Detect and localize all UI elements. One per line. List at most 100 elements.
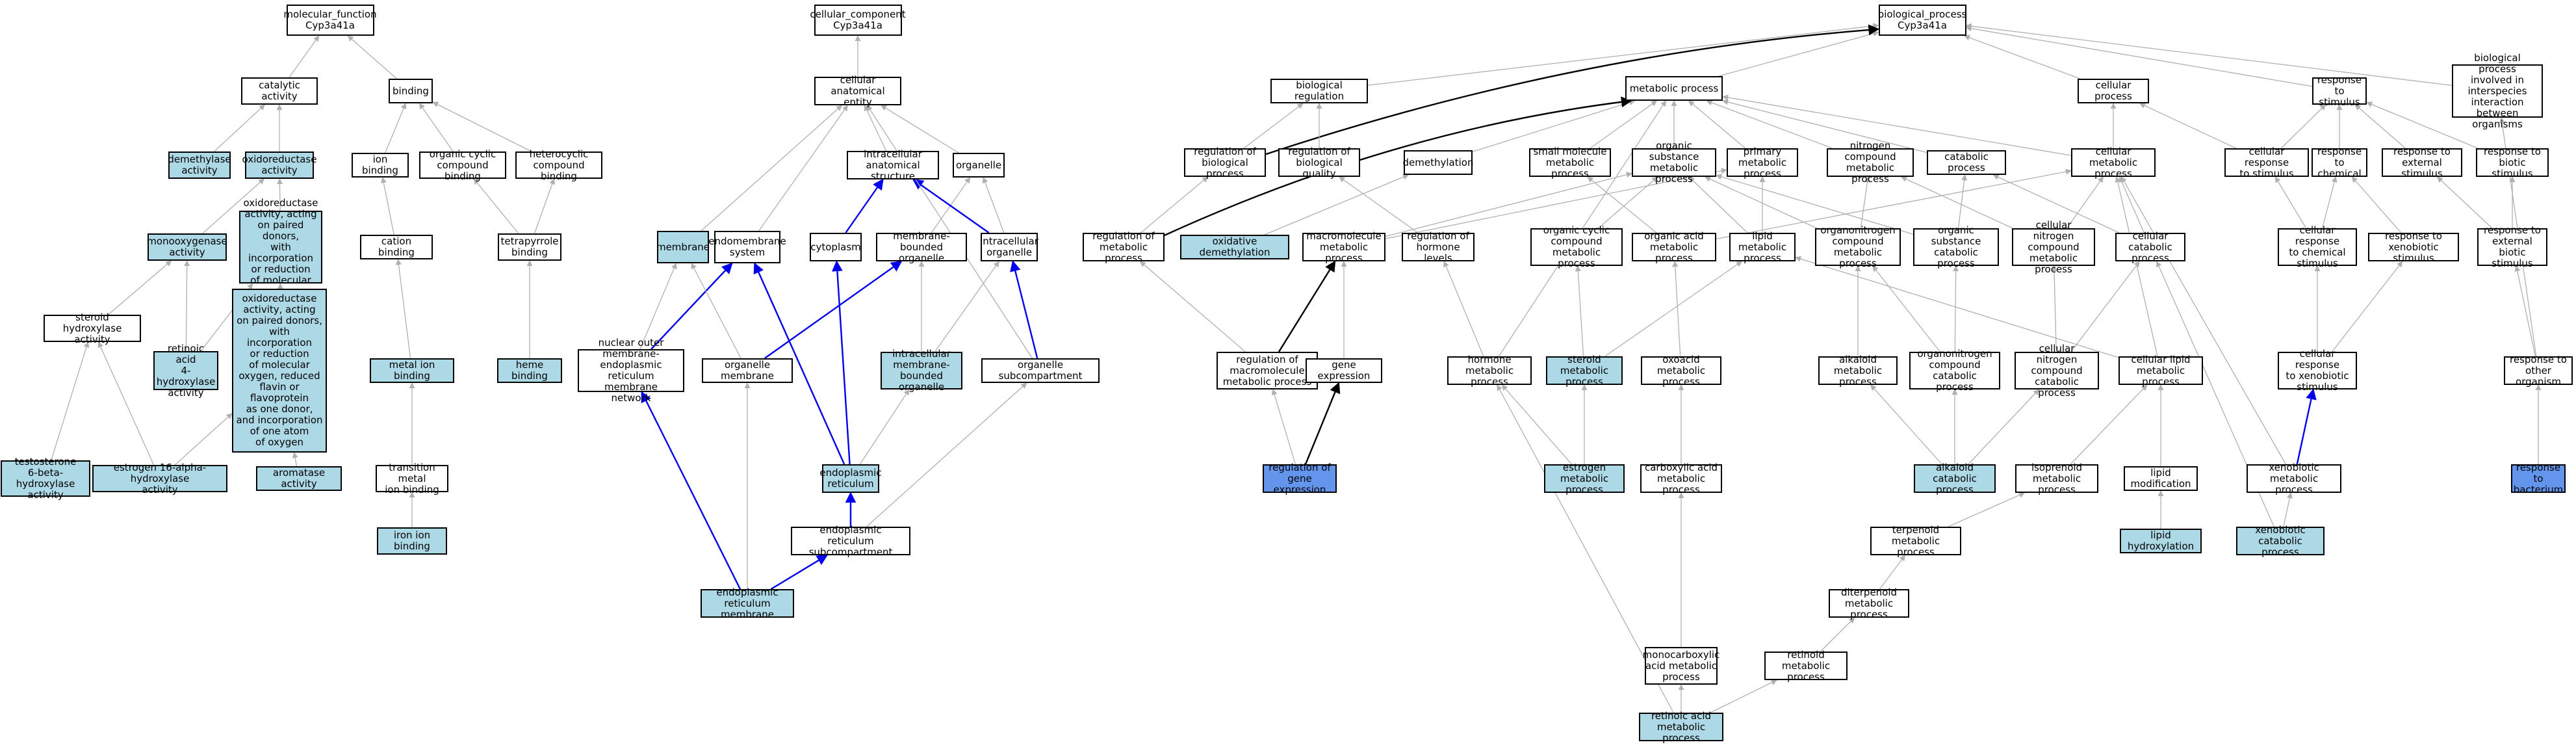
go-term-node-organonitrocat[interactable]: organonitrogen compound catabolic proces…	[1909, 349, 2000, 393]
go-term-node-primarymet[interactable]: primary metabolic process	[1727, 146, 1798, 179]
go-term-node-respchem[interactable]: response to chemical	[2312, 146, 2367, 179]
go-term-node-hormonemet[interactable]: hormone metabolic process	[1447, 354, 1532, 387]
go-term-node-membranebounded[interactable]: membrane-bounded organelle	[876, 230, 967, 263]
go-term-node-respstim[interactable]: response to stimulus	[2312, 74, 2367, 107]
go-term-node-steroidhydrox[interactable]: steroid hydroxylase activity	[44, 311, 141, 345]
go-term-node-oxidoreductase[interactable]: oxidoreductase activity	[242, 152, 316, 179]
go-term-node-orgcyclicmet[interactable]: organic cyclic compound metabolic proces…	[1530, 225, 1623, 269]
go-term-node-reghormone[interactable]: regulation of hormone levels	[1402, 230, 1475, 263]
go-term-node-aromatase[interactable]: aromatase activity	[256, 466, 342, 491]
go-term-node-endomembrane[interactable]: endomembrane system	[708, 231, 786, 263]
go-term-node-intracellmbo[interactable]: intracellular membrane-bounded organelle	[881, 349, 962, 393]
go-term-node-ironion[interactable]: iron ion binding	[377, 527, 447, 555]
go-term-node-regmacromol[interactable]: regulation of macromolecule metabolic pr…	[1217, 352, 1318, 389]
go-term-node-heterocyclicbind[interactable]: heterocyclic compound binding	[515, 148, 602, 181]
go-term-node-estrogen16[interactable]: estrogen 16-alpha-hydroxylase activity	[92, 462, 227, 495]
go-term-node-orgsubcomp[interactable]: organelle subcompartment	[981, 358, 1100, 383]
go-term-node-cytoplasm[interactable]: cytoplasm	[810, 233, 862, 261]
go-term-node-lipidhydrox[interactable]: lipid hydroxylation	[2120, 529, 2202, 553]
go-term-node-cellmetab[interactable]: cellular metabolic process	[2071, 146, 2156, 179]
go-term-node-catalytic[interactable]: catalytic activity	[241, 77, 318, 105]
go-term-node-cellrespchem[interactable]: cellular response to chemical stimulus	[2278, 225, 2357, 269]
go-term-node-alkaloidmet[interactable]: alkaloid metabolic process	[1818, 354, 1898, 387]
go-term-node-demethylase[interactable]: demethylase activity	[168, 152, 231, 179]
go-term-node-orgacid[interactable]: organic acid metabolic process	[1632, 230, 1716, 263]
go-term-node-celllipid[interactable]: cellular lipid metabolic process	[2119, 354, 2203, 387]
go-term-node-regbioqual[interactable]: regulation of biological quality	[1278, 146, 1360, 179]
go-term-node-retinoidmet[interactable]: retinoid metabolic process	[1764, 649, 1848, 682]
go-term-node-metabolic[interactable]: metabolic process	[1625, 76, 1723, 101]
go-term-node-oxoacid[interactable]: oxoacid metabolic process	[1641, 354, 1721, 387]
go-term-node-cellnitrocat[interactable]: cellular nitrogen compound catabolic pro…	[2015, 343, 2099, 398]
go-term-node-oxidoPaired[interactable]: oxidoreductase activity, acting on paire…	[239, 197, 322, 296]
go-term-node-metalion[interactable]: metal ion binding	[370, 358, 454, 383]
go-term-node-intracellanat[interactable]: intracellular anatomical structure	[847, 148, 939, 181]
go-term-node-lipidmet[interactable]: lipid metabolic process	[1729, 230, 1796, 263]
go-term-node-reggeneexpr[interactable]: regulation of gene expression	[1263, 462, 1337, 495]
go-term-node-ersub[interactable]: endoplasmic reticulum subcompartment	[791, 524, 910, 557]
go-term-node-organonitrogen[interactable]: organonitrogen compound metabolic proces…	[1815, 225, 1901, 269]
go-term-node-retinoicmet[interactable]: retinoic acid metabolic process	[1639, 710, 1723, 743]
go-term-node-isoprenoid[interactable]: isoprenoid metabolic process	[2015, 462, 2098, 495]
go-term-node-ermembrane[interactable]: endoplasmic reticulum membrane	[701, 586, 794, 620]
go-term-node-respbiotic[interactable]: response to biotic stimulus	[2476, 145, 2549, 179]
go-term-node-retinoicHydrox[interactable]: retinoic acid 4-hydroxylase activity	[153, 343, 218, 398]
go-term-node-cc[interactable]: cellular_component Cyp3a41a	[810, 5, 906, 36]
go-term-node-respextstim[interactable]: response to external stimulus	[2382, 146, 2462, 179]
go-term-node-monooxygenase[interactable]: monooxygenase activity	[147, 233, 227, 261]
go-term-node-terpenoid[interactable]: terpenoid metabolic process	[1870, 524, 1961, 557]
go-term-node-oxdemeth[interactable]: oxidative demethylation	[1180, 235, 1289, 259]
go-term-node-organelle[interactable]: organelle	[953, 153, 1005, 178]
go-term-node-cellrespxeno[interactable]: cellular response to xenobiotic stimulus	[2278, 349, 2357, 393]
go-term-node-regmetab[interactable]: regulation of metabolic process	[1083, 230, 1165, 263]
go-term-node-xenocat[interactable]: xenobiotic catabolic process	[2236, 524, 2325, 557]
go-term-node-orgcyclicbind[interactable]: organic cyclic compound binding	[419, 148, 506, 181]
go-term-node-transmetal[interactable]: transition metal ion binding	[376, 462, 448, 495]
go-term-node-interspecies[interactable]: biological process involved in interspec…	[2452, 52, 2543, 129]
go-term-node-nuclearouter[interactable]: nuclear outer membrane-endoplasmic retic…	[578, 337, 684, 404]
go-term-node-cellcatab[interactable]: cellular catabolic process	[2115, 230, 2185, 263]
go-term-node-ionbinding[interactable]: ion binding	[352, 153, 409, 178]
go-term-node-respbacterium[interactable]: response to bacterium	[2511, 462, 2566, 495]
go-term-node-testosterone[interactable]: testosterone 6-beta-hydroxylase activity	[1, 456, 90, 501]
go-term-node-estrogenmet[interactable]: estrogen metabolic process	[1544, 462, 1625, 495]
go-term-node-resporganism[interactable]: response to other organism	[2504, 354, 2573, 387]
go-term-node-oxidoPairedFlavin[interactable]: oxidoreductase activity, acting on paire…	[232, 289, 327, 453]
go-term-node-catabolic[interactable]: catabolic process	[1927, 150, 2006, 175]
go-term-node-diterpenoid[interactable]: diterpenoid metabolic process	[1829, 586, 1909, 620]
go-term-node-alkaloidcat[interactable]: alkaloid catabolic process	[1914, 462, 1996, 495]
edge-celllipid-to-cellmetab	[2115, 176, 2158, 357]
go-term-node-monocarboxylic[interactable]: monocarboxylic acid metabolic process	[1643, 647, 1719, 685]
go-term-label: biological regulation	[1294, 79, 1345, 102]
go-term-node-respextbiotic[interactable]: response to external biotic stimulus	[2477, 225, 2547, 269]
go-term-node-orgmembrane[interactable]: organelle membrane	[702, 358, 793, 383]
go-term-node-cellproc[interactable]: cellular process	[2078, 79, 2149, 103]
go-term-node-orgsubst[interactable]: organic substance metabolic process	[1632, 140, 1716, 185]
go-term-node-geneexpr[interactable]: gene expression	[1306, 358, 1382, 383]
go-term-node-smallmol[interactable]: small molecule metabolic process	[1529, 146, 1611, 179]
go-term-node-lipidmod[interactable]: lipid modification	[2124, 466, 2198, 491]
go-term-node-xenometab[interactable]: xenobiotic metabolic process	[2247, 462, 2341, 495]
go-term-node-bp[interactable]: biological_process Cyp3a41a	[1878, 5, 1966, 36]
go-term-node-bioreg[interactable]: biological regulation	[1270, 79, 1368, 103]
go-term-node-er[interactable]: endoplasmic reticulum	[819, 464, 882, 493]
go-term-node-cellnitrogen[interactable]: cellular nitrogen compound metabolic pro…	[2012, 219, 2095, 274]
go-term-node-respxeno[interactable]: response to xenobiotic stimulus	[2368, 230, 2459, 263]
go-term-node-demethylation[interactable]: demethylation	[1403, 150, 1473, 175]
go-term-node-heme[interactable]: heme binding	[497, 358, 562, 383]
go-term-node-regbioproc[interactable]: regulation of biological process	[1184, 146, 1266, 179]
go-term-label: response to biotic stimulus	[2484, 145, 2541, 179]
go-term-node-tetrapyrrole[interactable]: tetrapyrrole binding	[498, 233, 561, 261]
go-term-node-mf[interactable]: molecular_function Cyp3a41a	[283, 5, 377, 36]
go-term-node-cellrespstim[interactable]: cellular response to stimulus	[2224, 146, 2309, 179]
go-term-node-binding[interactable]: binding	[389, 79, 433, 103]
go-term-node-macromol[interactable]: macromolecule metabolic process	[1302, 230, 1385, 263]
go-term-node-cellanat[interactable]: cellular anatomical entity	[814, 74, 901, 107]
go-term-node-carboxylic[interactable]: carboxylic acid metabolic process	[1640, 462, 1722, 495]
go-term-node-nitrogencomp[interactable]: nitrogen compound metabolic process	[1827, 140, 1914, 185]
go-term-node-orgsubstcat[interactable]: organic substance catabolic process	[1913, 225, 1999, 269]
go-term-node-membrane[interactable]: membrane	[656, 231, 710, 263]
go-term-node-intracellorg[interactable]: intracellular organelle	[980, 233, 1038, 261]
go-term-node-steroidmet[interactable]: steroid metabolic process	[1546, 354, 1623, 387]
go-term-node-cationbinding[interactable]: cation binding	[360, 235, 433, 259]
